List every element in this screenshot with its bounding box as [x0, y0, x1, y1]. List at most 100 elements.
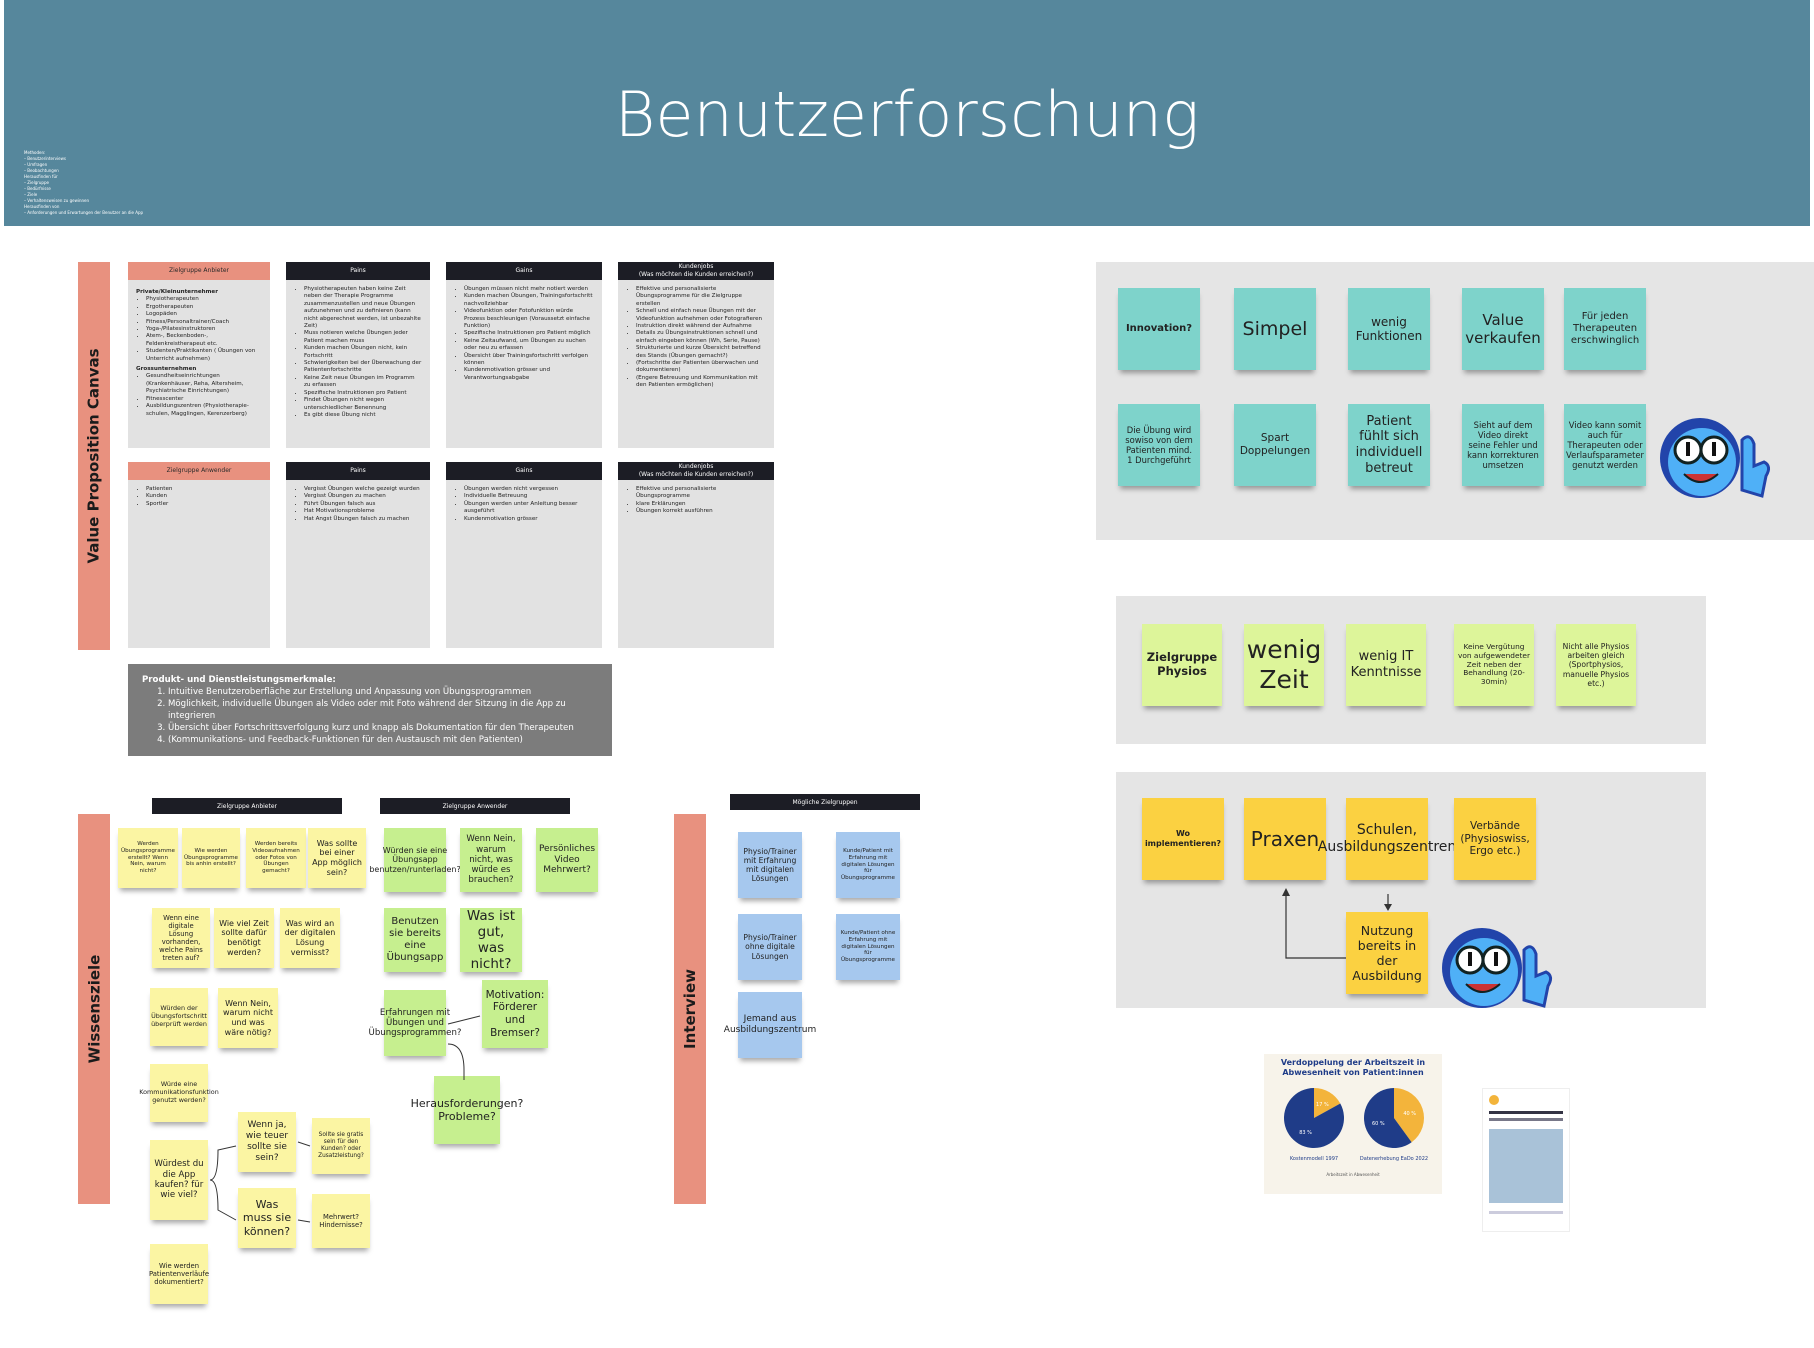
wissensziele-anwender-note[interactable]: Persönliches Video Mehrwert?	[536, 828, 598, 892]
vpc-card[interactable]: GainsÜbungen werden nicht vergessenIndiv…	[446, 462, 602, 648]
wissensziele-anbieter-note[interactable]: Wie viel Zeit sollte dafür benötigt werd…	[214, 908, 274, 968]
vpc-card[interactable]: PainsVergisst Übungen welche gezeigt wur…	[286, 462, 430, 648]
header-banner: Benutzerforschung Methoden:– Benutzerint…	[4, 0, 1810, 226]
infographic-legend: Arbeitszeit in Abwesenheit	[1326, 1172, 1380, 1177]
physios-note[interactable]: wenig IT Kenntnisse	[1346, 624, 1426, 706]
vpc-list-item: Schwierigkeiten bei der Überwachung der …	[304, 360, 422, 375]
implementieren-note[interactable]: Schulen, Ausbildungszentren	[1318, 798, 1456, 880]
vpc-list-item: Atem-, Beckenboden-, Feldenkreistherapeu…	[146, 333, 262, 348]
wissensziele-anbieter-note[interactable]: Wie werden Patientenverläufe dokumentier…	[149, 1244, 209, 1304]
vpc-label: Value Proposition Canvas	[78, 262, 110, 650]
vpc-list-item: Spezifische Instruktionen pro Patient	[304, 390, 422, 397]
wissensziele-anbieter-note[interactable]: Würden der Übungsfortschritt überprüft w…	[150, 988, 208, 1046]
vpc-card[interactable]: GainsÜbungen müssen nicht mehr notiert w…	[446, 262, 602, 448]
innovation-note[interactable]: Für jeden Therapeuten erschwinglich	[1564, 288, 1646, 370]
vpc-list-item: Strukturierte und kurze Übersicht betref…	[636, 345, 766, 360]
innovation-note[interactable]: Value verkaufen	[1462, 288, 1544, 370]
innovation-note[interactable]: Sieht auf dem Video direkt seine Fehler …	[1462, 404, 1544, 486]
vpc-list-item: klare Erklärungen	[636, 501, 766, 508]
vpc-subheading: Private/Kleinunternehmer	[136, 289, 218, 295]
wissensziele-anwender-note[interactable]: Benutzen sie bereits eine Übungsapp	[384, 908, 446, 972]
vpc-card[interactable]: Kundenjobs(Was möchten die Kunden erreic…	[618, 262, 774, 448]
vpc-list-item: Schnell und einfach neue Übungen mit der…	[636, 308, 766, 323]
vpc-list: Vergisst Übungen welche gezeigt wurdenVe…	[294, 486, 422, 523]
implementieren-note[interactable]: Wo implementieren?	[1142, 798, 1224, 880]
doc-line	[1489, 1211, 1563, 1214]
header-note: – Zielgruppe	[24, 180, 49, 185]
wissensziele-anbieter-note[interactable]: Wenn eine digitale Lösung vorhanden, wel…	[152, 908, 210, 968]
interview-note[interactable]: Physio/Trainer mit Erfahrung mit digital…	[738, 832, 802, 898]
vpc-list-item: Vergisst Übungen welche gezeigt wurden	[304, 486, 422, 493]
document-thumbnail[interactable]	[1482, 1088, 1570, 1232]
wissensziele-anwender-note[interactable]: Würden sie eine Übungsapp benutzen/runte…	[369, 828, 461, 892]
wissensziele-anbieter-note[interactable]: Mehrwert? Hindernisse?	[312, 1194, 370, 1248]
vpc-card-body: Private/KleinunternehmerPhysiotherapeute…	[128, 280, 270, 424]
vpc-list-item: Kundenmotivation grösser und Verantwortu…	[464, 367, 594, 382]
vpc-list: Gesundheitseinrichtungen (Krankenhäuser,…	[136, 373, 262, 417]
vpc-card[interactable]: PainsPhysiotherapeuten haben keine Zeit …	[286, 262, 430, 448]
innovation-note[interactable]: Die Übung wird sowiso von dem Patienten …	[1118, 404, 1200, 486]
wissensziele-anwender-note[interactable]: Motivation: Förderer und Bremser?	[482, 980, 548, 1048]
vpc-card[interactable]: Zielgruppe AnwenderPatientenKundenSportl…	[128, 462, 270, 648]
vpc-list-item: Hat Motivationsprobleme	[304, 508, 422, 515]
vpc-list: Effektive und personalisierte Übungsprog…	[626, 286, 766, 390]
innovation-note[interactable]: Spart Doppelungen	[1234, 404, 1316, 486]
wissensziele-anwender-note[interactable]: Herausforderungen? Probleme?	[411, 1076, 523, 1144]
wissensziele-anwender-note[interactable]: Was ist gut, was nicht?	[460, 908, 522, 972]
wissensziele-anbieter-note[interactable]: Was muss sie können?	[238, 1188, 296, 1248]
vpc-list-item: Studenten/Praktikanten ( Übungen von Unt…	[146, 348, 262, 363]
interview-note[interactable]: Kunde/Patient mit Erfahrung mit digitale…	[836, 832, 900, 898]
wissensziele-anbieter-note[interactable]: Würdest du die App kaufen? für wie viel?	[150, 1140, 208, 1220]
physios-note[interactable]: Zielgruppe Physios	[1142, 624, 1222, 706]
feature-item: (Kommunikations- und Feedback-Funktionen…	[168, 734, 598, 746]
pie-slice-label: 83 %	[1299, 1130, 1312, 1136]
doc-line	[1489, 1118, 1563, 1121]
wissensziele-anbieter-note[interactable]: Würde eine Kommunikationsfunktion genutz…	[139, 1064, 219, 1122]
vpc-list-item: Videofunktion oder Fotofunktion würde Pr…	[464, 308, 594, 330]
mascot-icon	[1442, 928, 1553, 1008]
wissensziele-anwender-note[interactable]: Erfahrungen mit Übungen und Übungsprogra…	[369, 990, 461, 1056]
implementieren-note[interactable]: Nutzung bereits in der Ausbildung	[1346, 912, 1428, 994]
innovation-note[interactable]: Innovation?	[1118, 288, 1200, 370]
wissensziele-anbieter-note[interactable]: Wenn ja, wie teuer sollte sie sein?	[238, 1112, 296, 1172]
logo-icon	[1489, 1095, 1499, 1105]
header-note: – Verhaltensweisen zu gewinnen	[24, 198, 90, 203]
innovation-note[interactable]: Video kann somit auch für Therapeuten od…	[1564, 404, 1646, 486]
pie-slice	[1284, 1088, 1344, 1148]
innovation-note[interactable]: Simpel	[1234, 288, 1316, 370]
vpc-card-title: Gains	[446, 262, 602, 280]
vpc-list-item: Es gibt diese Übung nicht	[304, 412, 422, 419]
features-box[interactable]: Produkt- und Dienstleistungsmerkmale: In…	[128, 664, 612, 756]
impl-arrows	[1282, 888, 1392, 959]
wissensziele-anbieter-note[interactable]: Was wird an der digitalen Lösung vermiss…	[280, 908, 340, 968]
interview-note[interactable]: Kunde/Patient ohne Erfahrung mit digital…	[836, 914, 900, 980]
pie-slice	[1394, 1088, 1424, 1143]
wissensziele-anbieter-note[interactable]: Was sollte bei einer App möglich sein?	[308, 828, 366, 888]
interview-note[interactable]: Jemand aus Ausbildungszentrum	[724, 992, 816, 1058]
implementieren-note[interactable]: Praxen	[1244, 798, 1326, 880]
vpc-list-item: Individuelle Betreuung	[464, 493, 594, 500]
physios-note[interactable]: wenig Zeit	[1244, 624, 1324, 706]
wissensziele-anbieter-note[interactable]: Wenn Nein, warum nicht und was wäre nöti…	[218, 988, 278, 1048]
vpc-card-title: Pains	[286, 462, 430, 480]
wissensziele-anwender-note[interactable]: Wenn Nein, warum nicht, was würde es bra…	[460, 828, 522, 892]
vpc-list-item: Führt Übungen falsch aus	[304, 501, 422, 508]
vpc-list-item: Übungen korrekt ausführen	[636, 508, 766, 515]
innovation-note[interactable]: Patient fühlt sich individuell betreut	[1348, 404, 1430, 486]
implementieren-note[interactable]: Verbände (Physioswiss, Ergo etc.)	[1454, 798, 1536, 880]
pie-label: Kostenmodell 1997	[1290, 1156, 1338, 1162]
wissensziele-anbieter-note[interactable]: Werden Übungsprogramme erstellt? Wenn Ne…	[118, 828, 178, 888]
wissensziele-anbieter-note[interactable]: Sollte sie gratis sein für den Kunden? o…	[312, 1118, 370, 1174]
innovation-note[interactable]: wenig Funktionen	[1348, 288, 1430, 370]
physios-note[interactable]: Keine Vergütung von aufgewendeter Zeit n…	[1454, 624, 1534, 706]
vpc-card[interactable]: Kundenjobs(Was möchten die Kunden erreic…	[618, 462, 774, 648]
interview-note[interactable]: Physio/Trainer ohne digitale Lösungen	[738, 914, 802, 980]
wissensziele-anbieter-note[interactable]: Wie werden Übungsprogramme bis anhin ers…	[182, 828, 240, 888]
wissensziele-anbieter-note[interactable]: Werden bereits Videoaufnahmen oder Fotos…	[246, 828, 306, 888]
vpc-list-item: Details zu Übungsinstruktionen schnell u…	[636, 330, 766, 345]
header-note: Herausfinden für	[24, 174, 58, 179]
physios-note[interactable]: Nicht alle Physios arbeiten gleich (Spor…	[1556, 624, 1636, 706]
